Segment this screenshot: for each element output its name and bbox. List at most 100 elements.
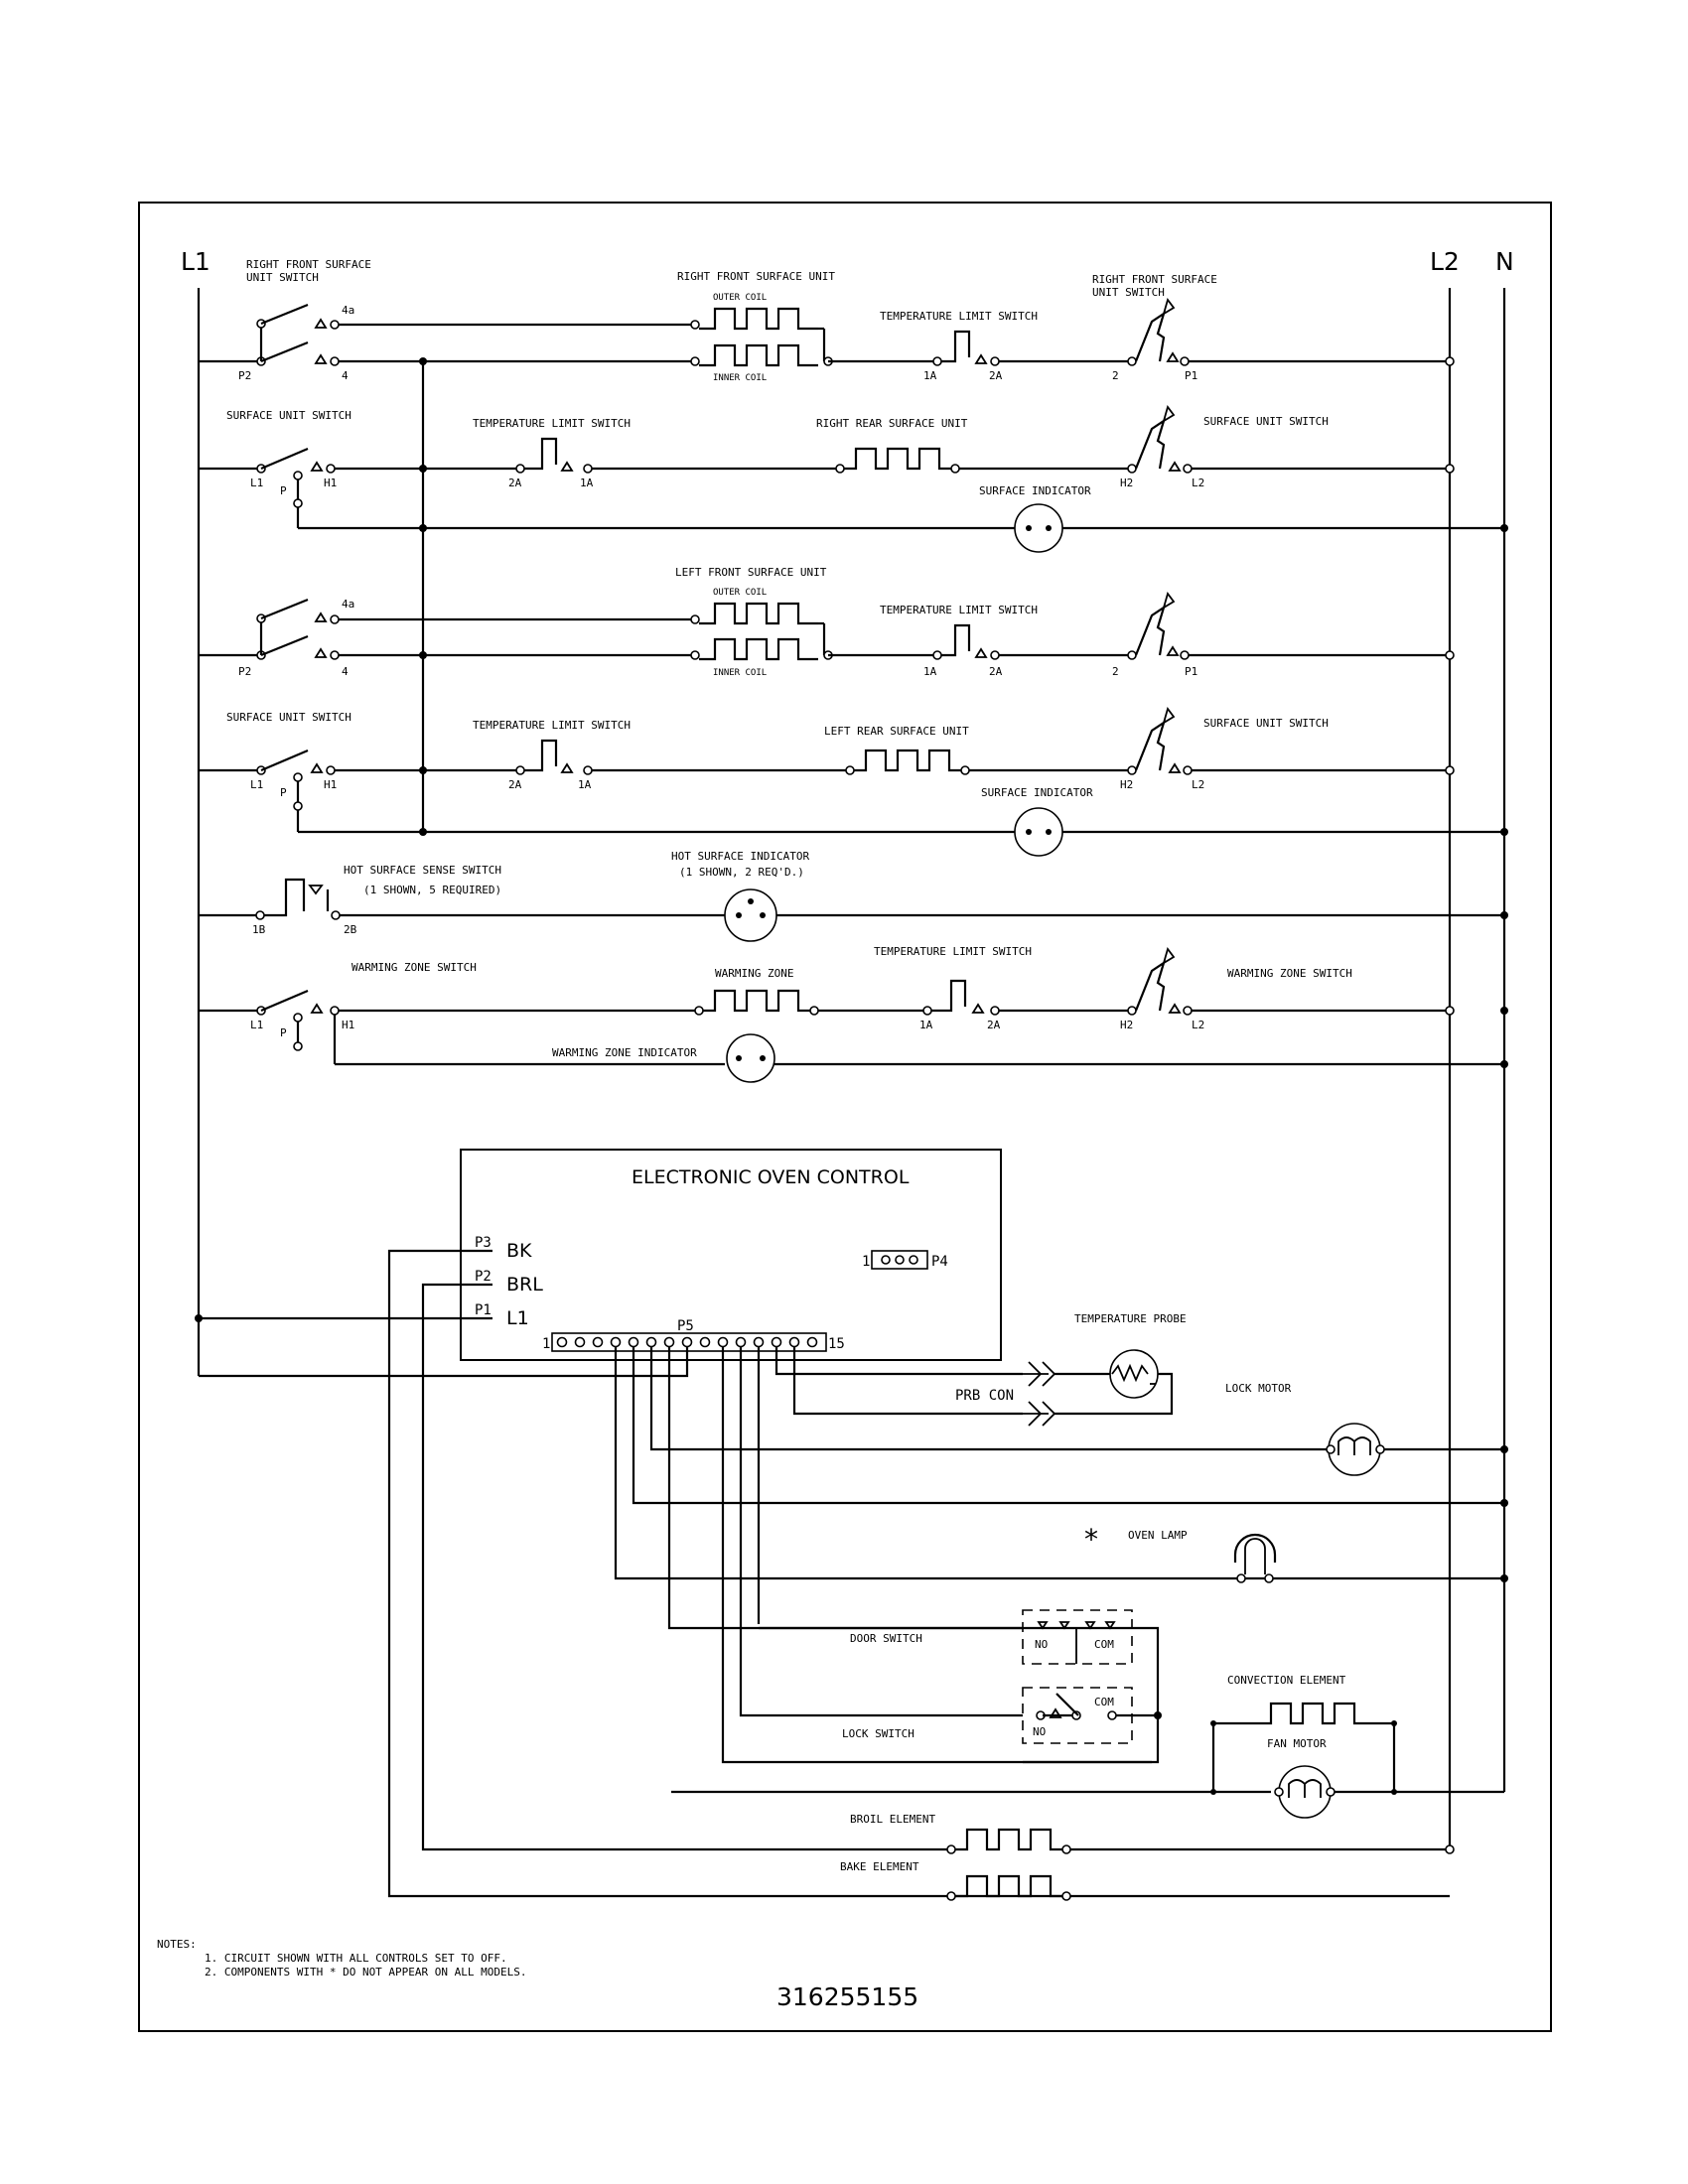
p5-wires — [614, 1346, 1504, 1764]
row6-t-l1: L1 — [250, 1019, 263, 1031]
broil-label: BROIL ELEMENT — [850, 1813, 935, 1826]
control-p3: P3 — [475, 1235, 492, 1251]
convection-label: CONVECTION ELEMENT — [1227, 1674, 1346, 1687]
row-warming-zone — [199, 947, 1508, 1083]
lock-no: NO — [1033, 1725, 1046, 1738]
row2-t-h2: H2 — [1120, 477, 1133, 489]
p5-pin — [574, 1336, 586, 1348]
control-brl: BRL — [506, 1274, 543, 1296]
row6-t-h2: H2 — [1120, 1019, 1133, 1031]
row-hot-surface — [199, 878, 1508, 942]
row2-t-1a: 1A — [580, 477, 594, 489]
p5-pin — [645, 1336, 657, 1348]
row6-zone-label: WARMING ZONE — [715, 967, 793, 980]
row1-switch-label-2: UNIT SWITCH — [246, 271, 319, 284]
row4-t-2a: 2A — [508, 778, 522, 791]
row6-infinite-label: WARMING ZONE SWITCH — [1227, 967, 1352, 980]
row-right-rear — [199, 405, 1508, 553]
row-left-front — [199, 592, 1455, 661]
lock-switch-label: LOCK SWITCH — [842, 1727, 914, 1740]
row2-t-l1: L1 — [250, 477, 263, 489]
p5-pin — [663, 1336, 675, 1348]
row1-t-1a: 1A — [923, 369, 937, 382]
row4-indicator-label: SURFACE INDICATOR — [981, 786, 1093, 799]
row3-t-2: 2 — [1112, 665, 1119, 678]
p5-pin — [771, 1336, 782, 1348]
row3-inner-coil: INNER COIL — [713, 668, 767, 678]
control-title: ELECTRONIC OVEN CONTROL — [632, 1166, 910, 1188]
row6-limit-label: TEMPERATURE LIMIT SWITCH — [874, 945, 1032, 958]
row6-switch-label: WARMING ZONE SWITCH — [352, 961, 477, 974]
p5-pin — [699, 1336, 711, 1348]
control-p1: P1 — [475, 1302, 492, 1318]
p5-pin — [610, 1336, 622, 1348]
control-l1: L1 — [506, 1307, 529, 1329]
fan-motor-label: FAN MOTOR — [1267, 1737, 1327, 1750]
control-feed-wires — [195, 1249, 1450, 1898]
control-p5-first: 1 — [542, 1336, 550, 1352]
border-frame — [138, 202, 1552, 2032]
row3-t-1a: 1A — [923, 665, 937, 678]
row4-t-h2: H2 — [1120, 778, 1133, 791]
row1-t-p1: P1 — [1185, 369, 1197, 382]
row6-t-p: P — [280, 1026, 287, 1039]
control-p5-last: 15 — [828, 1336, 845, 1352]
p5-pin — [735, 1336, 747, 1348]
row1-t-4a: 4a — [342, 304, 354, 317]
lamp-mark: * — [1084, 1523, 1098, 1556]
row3-t-2a: 2A — [989, 665, 1003, 678]
p5-pin — [628, 1336, 639, 1348]
row2-infinite-label: SURFACE UNIT SWITCH — [1203, 415, 1329, 428]
row1-switch-label-1: RIGHT FRONT SURFACE — [246, 258, 371, 271]
p5-pin — [788, 1336, 800, 1348]
row-right-front — [199, 298, 1455, 367]
note-1: 1. CIRCUIT SHOWN WITH ALL CONTROLS SET T… — [205, 1952, 507, 1965]
row1-infinite-label-2: UNIT SWITCH — [1092, 286, 1165, 299]
door-switch-label: DOOR SWITCH — [850, 1632, 922, 1645]
row6-indicator-label: WARMING ZONE INDICATOR — [552, 1046, 697, 1059]
row2-indicator-label: SURFACE INDICATOR — [979, 484, 1091, 497]
row5-sense-sub: (1 SHOWN, 5 REQUIRED) — [363, 884, 501, 896]
row3-limit-label: TEMPERATURE LIMIT SWITCH — [880, 604, 1038, 616]
row4-t-l2: L2 — [1192, 778, 1204, 791]
row4-infinite-label: SURFACE UNIT SWITCH — [1203, 717, 1329, 730]
temperature-probe — [1023, 1349, 1174, 1427]
row3-t-4a: 4a — [342, 598, 354, 611]
row5-sense-label: HOT SURFACE SENSE SWITCH — [344, 864, 501, 877]
row4-t-l1: L1 — [250, 778, 263, 791]
electronic-oven-control — [460, 1149, 1002, 1361]
row5-t-2b: 2B — [344, 923, 357, 936]
row1-t-4: 4 — [342, 369, 349, 382]
bus-n-label: N — [1495, 247, 1514, 276]
row3-unit-label: LEFT FRONT SURFACE UNIT — [675, 566, 827, 579]
row6-t-2a: 2A — [987, 1019, 1001, 1031]
control-p4-pin: 1 — [862, 1254, 870, 1270]
row1-t-2a: 2A — [989, 369, 1003, 382]
row5-indicator-label: HOT SURFACE INDICATOR — [671, 850, 809, 863]
row2-unit-label: RIGHT REAR SURFACE UNIT — [816, 417, 968, 430]
lock-motor — [1321, 1423, 1508, 1507]
row1-inner-coil: INNER COIL — [713, 373, 767, 383]
row1-outer-coil: OUTER COIL — [713, 293, 767, 303]
row6-t-h1: H1 — [342, 1019, 354, 1031]
lock-motor-label: LOCK MOTOR — [1225, 1382, 1292, 1395]
row6-t-1a: 1A — [919, 1019, 933, 1031]
row1-limit-label: TEMPERATURE LIMIT SWITCH — [880, 310, 1038, 323]
convection-element — [671, 1702, 1504, 1819]
notes-title: NOTES: — [157, 1938, 197, 1951]
broil-element — [946, 1828, 1455, 1854]
row6-t-l2: L2 — [1192, 1019, 1204, 1031]
probe-label: TEMPERATURE PROBE — [1074, 1312, 1187, 1325]
door-switch — [1022, 1609, 1160, 1764]
row3-outer-coil: OUTER COIL — [713, 588, 767, 598]
row4-limit-label: TEMPERATURE LIMIT SWITCH — [473, 719, 631, 732]
p5-pin — [681, 1336, 693, 1348]
p5-pin — [717, 1336, 729, 1348]
lamp-label: OVEN LAMP — [1128, 1529, 1188, 1542]
p5-pin — [753, 1336, 765, 1348]
control-p5: P5 — [677, 1318, 694, 1334]
p5-pin — [556, 1336, 568, 1348]
control-p2: P2 — [475, 1269, 492, 1285]
bake-label: BAKE ELEMENT — [840, 1860, 919, 1873]
